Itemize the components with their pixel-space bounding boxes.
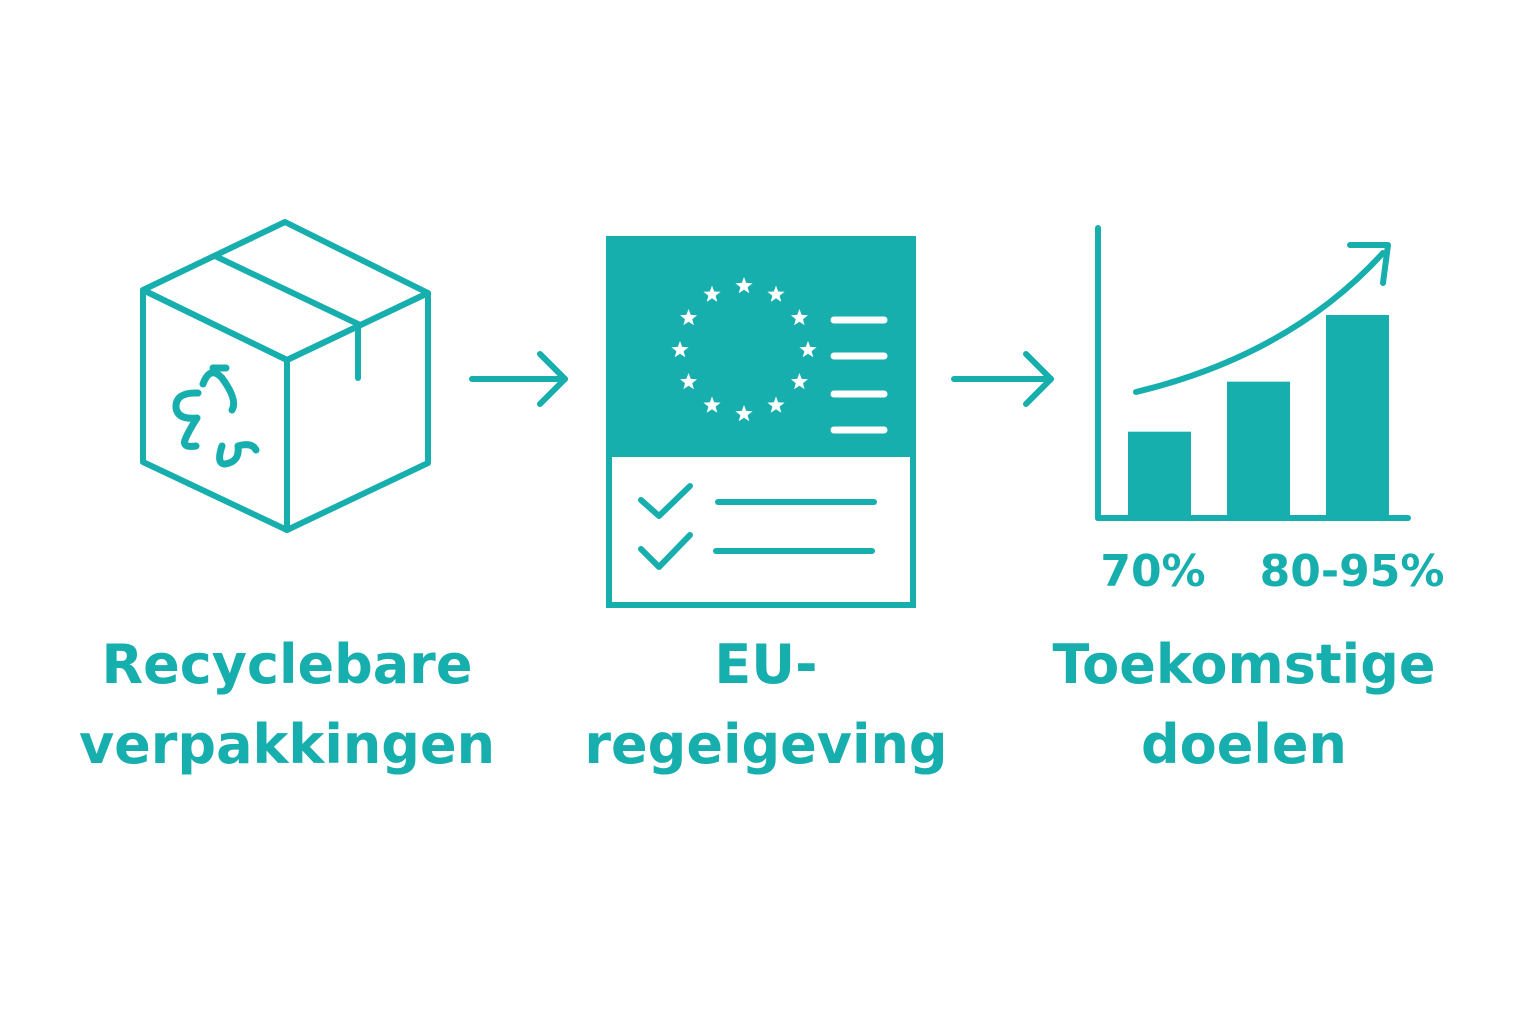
check-icon — [638, 532, 693, 570]
step-label-3: Toekomstige doelen — [1053, 633, 1436, 776]
step-label-line: regeigeving — [584, 713, 947, 776]
step-label-line: verpakkingen — [79, 713, 495, 776]
star-icon — [680, 309, 698, 326]
star-icon — [671, 341, 689, 358]
box-tape-line — [212, 253, 361, 327]
star-icon — [703, 285, 721, 302]
box-right-face — [284, 290, 431, 533]
recyclable-box-icon — [140, 219, 431, 533]
star-icon — [735, 405, 753, 422]
step-label-1: Recyclebare verpakkingen — [79, 633, 495, 776]
star-icon — [790, 309, 808, 326]
check-icon — [638, 483, 693, 519]
recycle-icon — [172, 364, 260, 468]
star-icon — [799, 341, 817, 358]
step-label-2: EU- regeigeving — [584, 633, 947, 776]
growth-chart-icon: 70% 80-95% — [1095, 225, 1445, 597]
step-label-line: Toekomstige — [1053, 633, 1436, 696]
chart-value-label-right: 80-95% — [1260, 546, 1445, 597]
box-left-face — [140, 287, 290, 533]
star-icon — [790, 373, 808, 390]
step-label-line: doelen — [1141, 713, 1347, 776]
star-icon — [735, 277, 753, 294]
chart-bar — [1128, 431, 1191, 515]
document-header-lines — [830, 316, 888, 434]
arrow-right-icon — [951, 351, 1054, 407]
star-icon — [703, 396, 721, 413]
checklist — [638, 483, 877, 570]
chart-bars — [1128, 315, 1389, 515]
chart-bar — [1326, 315, 1389, 515]
star-icon — [767, 396, 785, 413]
arrow-right-icon — [469, 351, 568, 407]
step-label-line: EU- — [714, 633, 817, 696]
trend-arrow-icon — [1133, 242, 1391, 395]
eu-flag-stars — [671, 277, 817, 422]
document-header-panel — [609, 239, 913, 457]
chart-value-label-left: 70% — [1100, 546, 1205, 597]
eu-regulation-document-icon — [606, 236, 916, 608]
star-icon — [767, 285, 785, 302]
chart-bar — [1227, 381, 1290, 515]
star-icon — [680, 373, 698, 390]
step-label-line: Recyclebare — [102, 633, 473, 696]
